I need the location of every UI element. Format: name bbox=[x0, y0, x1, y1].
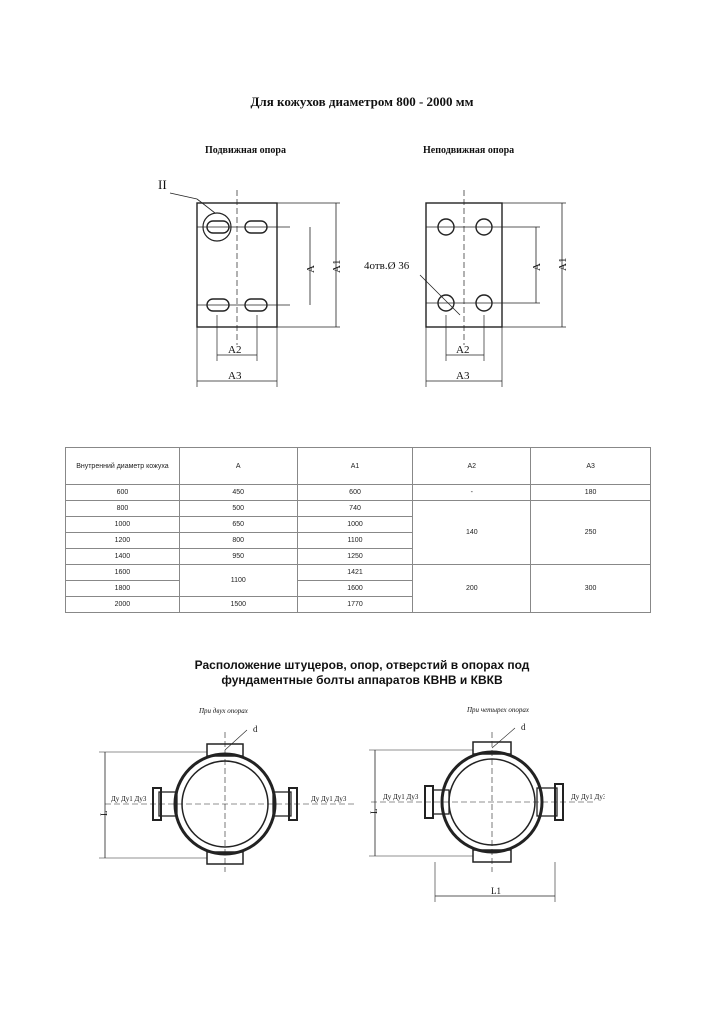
dimensions-table: Внутренний диаметр кожуха А А1 А2 А3 600… bbox=[65, 447, 651, 613]
dim-a1-label: А1 bbox=[331, 260, 343, 273]
nozzle-label-right: Ду Ду1 Ду3 bbox=[571, 793, 605, 801]
header-cell: А bbox=[178, 447, 298, 485]
left-flange bbox=[152, 787, 162, 821]
table-row: 2000 1500 1770 bbox=[65, 596, 651, 613]
bolt-hole bbox=[437, 218, 455, 236]
dim-a2-label: А2 bbox=[456, 344, 469, 356]
table-cell: 450 bbox=[178, 484, 298, 501]
table-row: 1600 1100 1421 200 300 bbox=[65, 564, 651, 613]
bolt-hole bbox=[475, 218, 493, 236]
right-nozzle bbox=[272, 791, 292, 817]
table-cell: 200 bbox=[412, 564, 532, 613]
movable-support-drawing: II А А1 А2 А3 bbox=[158, 177, 343, 387]
table-cell: 1000 bbox=[296, 516, 414, 533]
right-flange bbox=[554, 783, 564, 821]
table-cell: 1600 bbox=[296, 580, 414, 597]
table-cell: 140 bbox=[412, 500, 532, 565]
slot-hole bbox=[244, 220, 268, 234]
table-cell: 650 bbox=[178, 516, 298, 533]
dim-a3-label: А3 bbox=[456, 370, 470, 382]
two-supports-drawing: L d Ду Ду1 Ду3 Ду Ду1 Ду3 bbox=[99, 724, 355, 872]
table-cell: 1400 bbox=[65, 548, 180, 565]
table-cell: 1250 bbox=[296, 548, 414, 565]
bolt-hole bbox=[475, 294, 493, 312]
left-flange bbox=[424, 785, 434, 819]
header-cell: А3 bbox=[530, 447, 651, 485]
left-nozzle bbox=[158, 791, 178, 817]
slot-hole bbox=[244, 298, 268, 312]
four-supports-drawing: L L1 d Ду Ду1 Ду3 Ду Ду1 Ду3 bbox=[369, 722, 605, 902]
header-cell: А2 bbox=[412, 447, 532, 485]
table-row: 600 450 600 - 180 bbox=[65, 484, 651, 501]
fixed-support-label: Неподвижная опора bbox=[423, 145, 515, 156]
table-row: 1000 650 1000 bbox=[65, 516, 651, 533]
bolt-hole bbox=[437, 294, 455, 312]
table-cell: 1500 bbox=[178, 596, 298, 613]
dim-l-label: L bbox=[369, 809, 379, 815]
header-cell: Внутренний диаметр кожуха bbox=[65, 447, 180, 485]
right-flange bbox=[288, 787, 298, 821]
table-cell: 180 bbox=[530, 484, 651, 501]
table-cell: 2000 bbox=[65, 596, 180, 613]
top-support bbox=[206, 743, 244, 757]
slot-hole bbox=[206, 220, 230, 234]
table-row: 800 500 740 140 250 bbox=[65, 500, 651, 565]
header-cell: А1 bbox=[296, 447, 414, 485]
table-cell: 1770 bbox=[296, 596, 414, 613]
table-cell: 740 bbox=[296, 500, 414, 517]
table-cell: 250 bbox=[530, 500, 651, 565]
detail-circle bbox=[202, 212, 232, 242]
table-cell: - bbox=[412, 484, 532, 501]
table-cell: 1200 bbox=[65, 532, 180, 549]
right-nozzle bbox=[536, 787, 558, 817]
dim-a3-label: А3 bbox=[228, 370, 242, 382]
section-title-line: фундаментные болты аппаратов КВНВ и КВКВ bbox=[221, 673, 503, 687]
nozzle-label-right: Ду Ду1 Ду3 bbox=[311, 795, 347, 803]
dim-a-label: А bbox=[305, 265, 317, 273]
table-cell: 1100 bbox=[296, 532, 414, 549]
four-supports-label: При четырех опорах bbox=[467, 706, 529, 714]
section-title-line: Расположение штуцеров, опор, отверстий в… bbox=[194, 658, 530, 672]
section-title: Расположение штуцеров, опор, отверстий в… bbox=[0, 658, 724, 688]
dim-l1-label: L1 bbox=[491, 886, 501, 896]
d-label: d bbox=[253, 724, 258, 734]
table-cell: 500 bbox=[178, 500, 298, 517]
table-cell: 1600 bbox=[65, 564, 180, 581]
movable-support-label: Подвижная опора bbox=[205, 145, 286, 156]
holes-label: 4отв.Ø 36 bbox=[364, 260, 410, 272]
dim-a-label: А bbox=[531, 263, 543, 271]
table-cell: 1800 bbox=[65, 580, 180, 597]
table-cell: 600 bbox=[296, 484, 414, 501]
dim-a1-label: А1 bbox=[557, 258, 569, 271]
table-row: 1800 1600 bbox=[65, 580, 651, 597]
dim-a2-label: А2 bbox=[228, 344, 241, 356]
table-row: 1400 950 1250 bbox=[65, 548, 651, 565]
d-label: d bbox=[521, 722, 526, 732]
top-support bbox=[472, 741, 512, 755]
two-supports-label: При двух опорах bbox=[199, 707, 248, 715]
table-cell: 1000 bbox=[65, 516, 180, 533]
nozzle-label-left: Ду Ду1 Ду3 bbox=[383, 793, 419, 801]
dim-l-label: L bbox=[99, 811, 109, 817]
fixed-support-drawing: 4отв.Ø 36 А А1 А2 А3 bbox=[364, 190, 569, 387]
table-row: 1200 800 1100 bbox=[65, 532, 651, 549]
table-header-row: Внутренний диаметр кожуха А А1 А2 А3 bbox=[65, 447, 651, 485]
detail-label: II bbox=[158, 177, 167, 192]
table-cell: 600 bbox=[65, 484, 180, 501]
table-cell: 800 bbox=[65, 500, 180, 517]
slot-hole bbox=[206, 298, 230, 312]
table-cell: 300 bbox=[530, 564, 651, 613]
table-cell: 1421 bbox=[296, 564, 414, 581]
nozzle-label-left: Ду Ду1 Ду3 bbox=[111, 795, 147, 803]
page-title: Для кожухов диаметром 800 - 2000 мм bbox=[250, 94, 474, 109]
table-cell: 800 bbox=[178, 532, 298, 549]
table-cell: 950 bbox=[178, 548, 298, 565]
table-cell: 1100 bbox=[178, 564, 298, 597]
